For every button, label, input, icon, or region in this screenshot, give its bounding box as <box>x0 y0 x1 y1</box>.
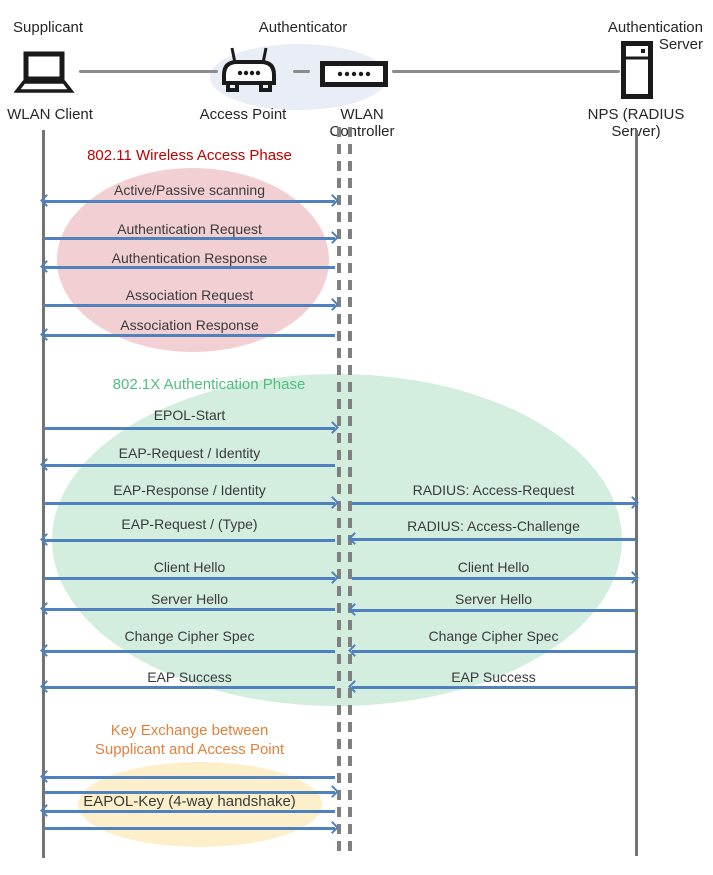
message-label-client-hello-left: Client Hello <box>153 559 226 575</box>
arrow-eap-response-identity <box>44 496 339 509</box>
arrow-eap-success-left <box>40 680 335 693</box>
arrow-change-cipher-spec-left <box>40 644 335 657</box>
role-authenticator: Authenticator <box>258 19 348 36</box>
message-label-eap-request-type: EAP-Request / (Type) <box>121 516 258 532</box>
message-label-eap-success-right: EAP Success <box>451 669 536 685</box>
arrow-association-request <box>44 298 339 311</box>
arrow-eapol-key-2 <box>44 785 339 798</box>
message-label-eap-request-identity: EAP-Request / Identity <box>118 445 261 461</box>
lifeline-nps-server <box>635 130 638 856</box>
phase1-ellipse <box>57 168 329 352</box>
arrow-association-response <box>40 328 335 341</box>
lifeline-wlan-controller-right <box>348 127 352 853</box>
message-label-authentication-request: Authentication Request <box>117 221 262 237</box>
arrow-authentication-response <box>40 260 335 273</box>
arrow-eapol-key-3 <box>40 804 335 817</box>
message-label-change-cipher-spec-left: Change Cipher Spec <box>124 628 255 644</box>
lifeline-wlan-client <box>42 130 45 858</box>
message-label-active-passive-scanning: Active/Passive scanning <box>114 182 265 198</box>
arrow-active-passive-scanning <box>40 194 339 207</box>
arrow-authentication-request <box>44 231 339 244</box>
message-label-radius-access-request: RADIUS: Access-Request <box>412 482 575 498</box>
message-label-radius-access-challenge: RADIUS: Access-Challenge <box>407 518 580 534</box>
message-label-server-hello-right: Server Hello <box>454 591 533 607</box>
arrow-change-cipher-spec-right <box>348 644 635 657</box>
message-label-eap-success-left: EAP Success <box>147 669 232 685</box>
message-label-epol-start: EPOL-Start <box>153 407 226 423</box>
arrow-server-hello-right <box>348 603 635 616</box>
device-label-wlan-controller: WLAN Controller <box>329 106 395 140</box>
link-client-ap <box>79 70 218 73</box>
message-label-eap-response-identity: EAP-Response / Identity <box>113 482 266 498</box>
arrow-client-hello-right <box>352 571 639 584</box>
phase1-title: 802.11 Wireless Access Phase <box>87 147 292 164</box>
laptop-icon <box>14 51 75 93</box>
arrow-eapol-key-4 <box>44 821 339 834</box>
arrow-client-hello-left <box>44 571 339 584</box>
message-label-client-hello-right: Client Hello <box>457 559 530 575</box>
access-point-icon <box>222 47 276 92</box>
message-label-association-request: Association Request <box>125 287 254 303</box>
phase2-title: 802.1X Authentication Phase <box>112 376 306 393</box>
phase3-title-line2: Supplicant and Access Point <box>94 741 285 758</box>
message-label-association-response: Association Response <box>120 317 259 333</box>
message-label-eapol-key: EAPOL-Key (4-way handshake) <box>83 793 296 810</box>
role-supplicant: Supplicant <box>13 19 84 36</box>
arrow-eapol-key-1 <box>40 770 335 783</box>
arrow-epol-start <box>44 421 339 434</box>
arrow-radius-access-request <box>352 496 639 509</box>
phase3-title: Key Exchange between Supplicant and Acce… <box>44 721 335 759</box>
phase3-title-line1: Key Exchange between <box>110 722 269 739</box>
device-label-wlan-client: WLAN Client <box>7 106 93 123</box>
server-icon <box>621 41 653 99</box>
link-controller-server <box>392 70 620 73</box>
role-authentication-server: Authentication Server <box>607 19 703 53</box>
lifeline-wlan-controller-left <box>337 127 341 853</box>
arrow-radius-access-challenge <box>348 532 635 545</box>
message-label-authentication-response: Authentication Response <box>111 250 268 266</box>
arrow-server-hello-left <box>40 602 335 615</box>
link-ap-controller <box>293 70 310 73</box>
message-label-change-cipher-spec-right: Change Cipher Spec <box>428 628 559 644</box>
network-switch-icon <box>320 61 388 87</box>
arrow-eap-request-type <box>40 533 335 546</box>
device-label-access-point: Access Point <box>199 106 287 123</box>
message-label-server-hello-left: Server Hello <box>150 591 229 607</box>
arrow-eap-success-right <box>348 680 635 693</box>
arrow-eap-request-identity <box>40 458 335 471</box>
